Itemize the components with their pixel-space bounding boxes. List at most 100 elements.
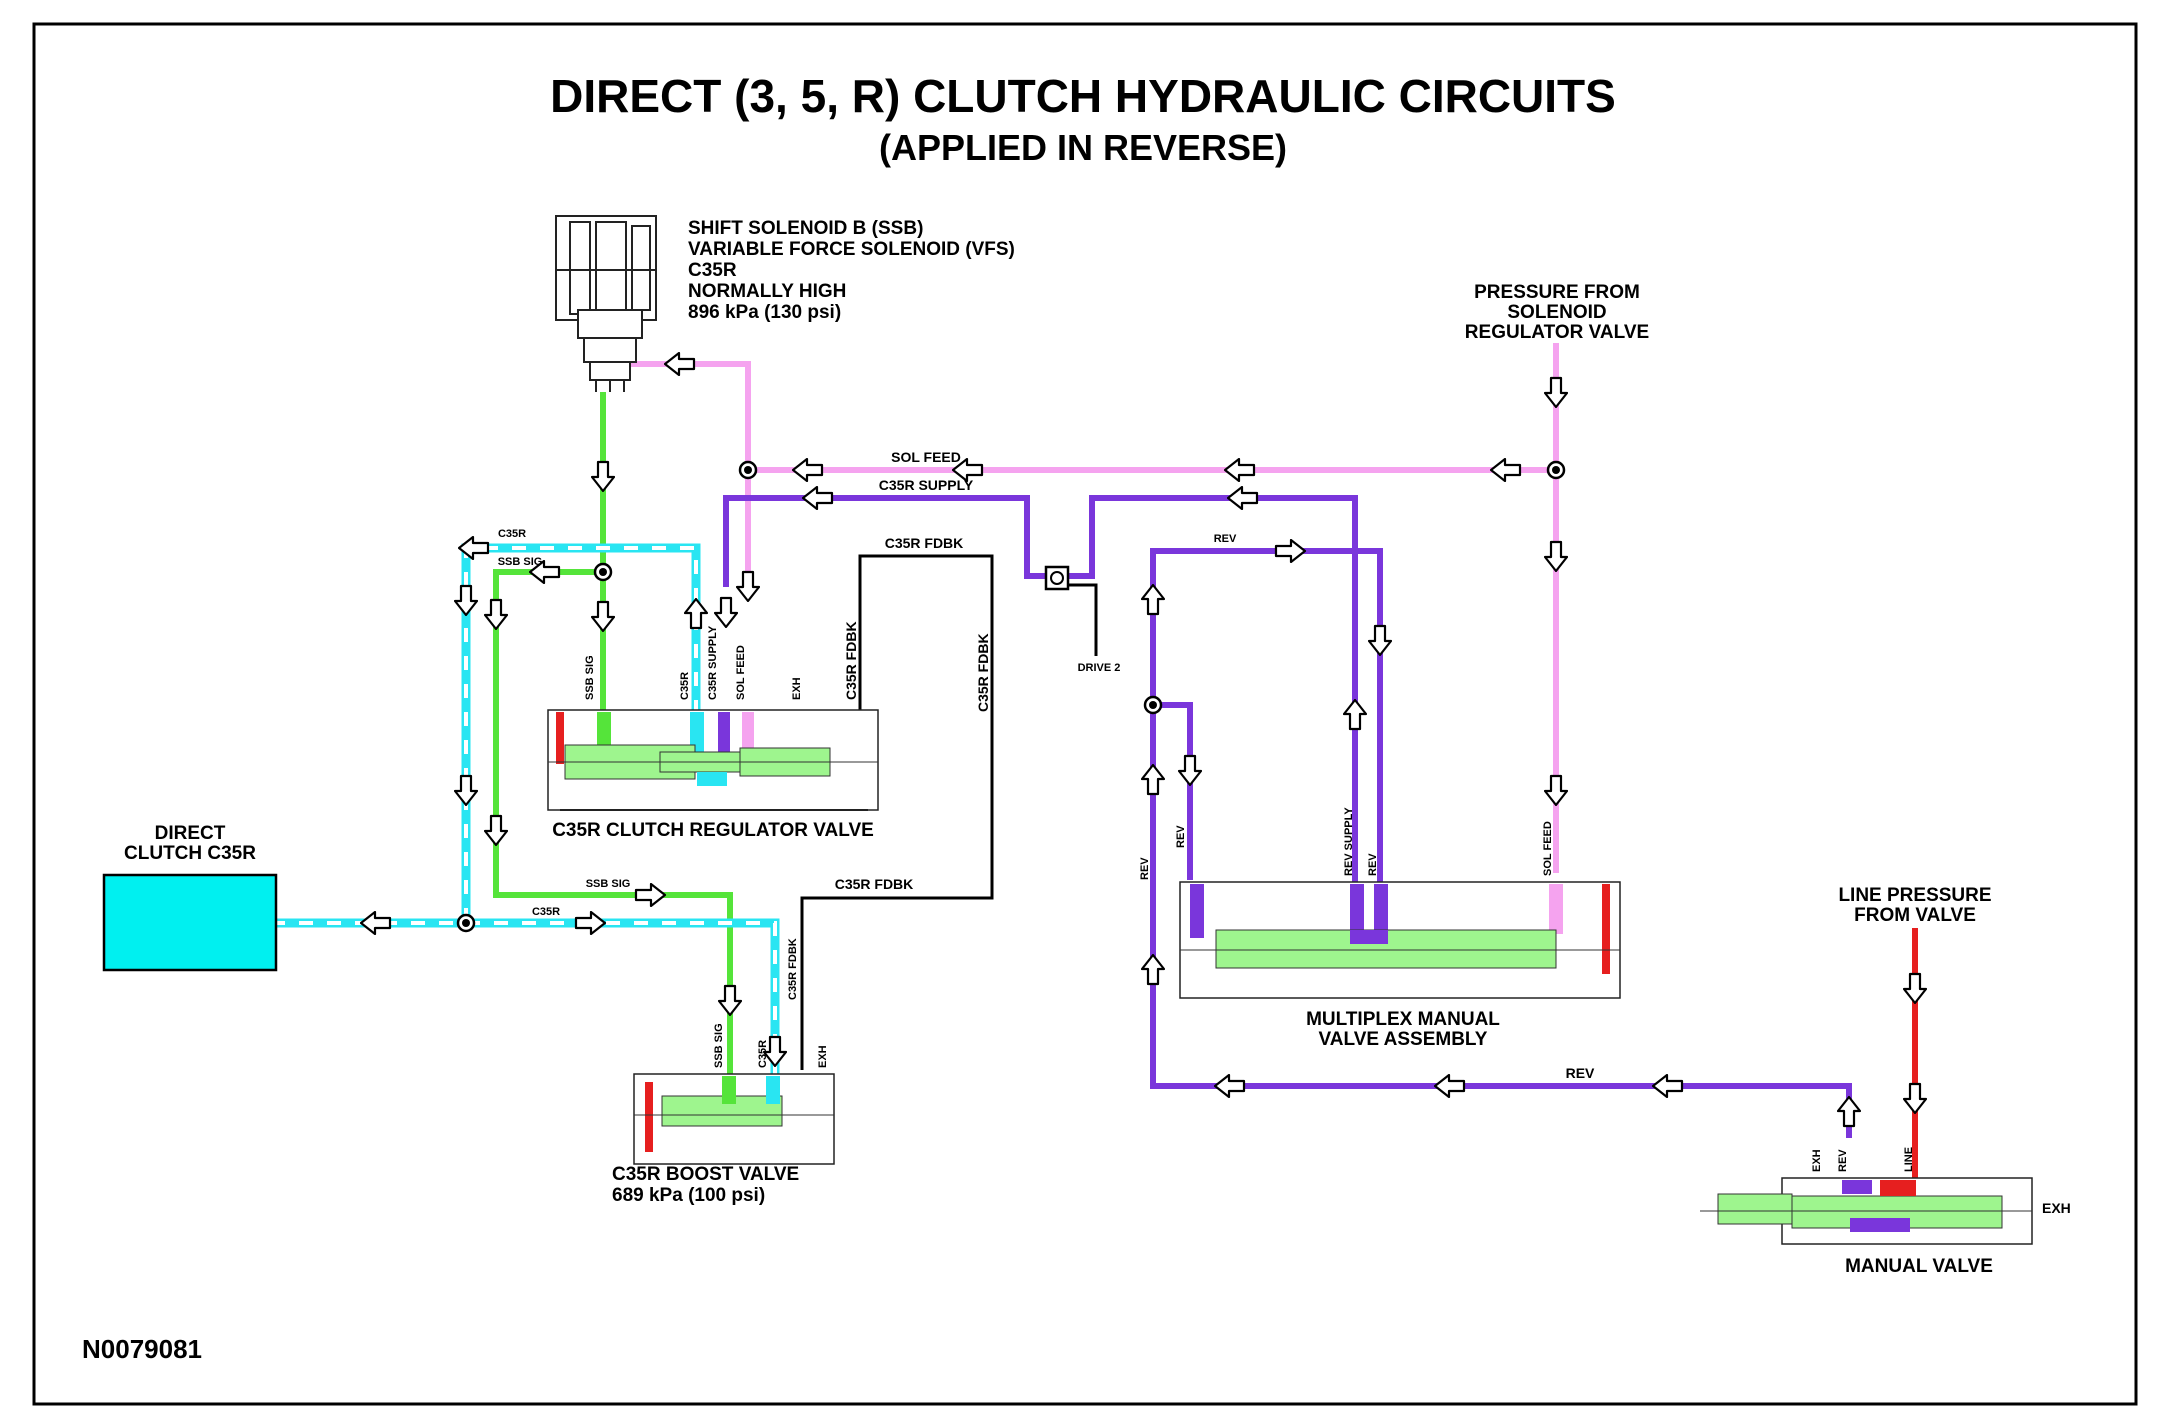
pressure-source-line3: REGULATOR VALVE [1465, 322, 1649, 343]
direct-clutch-c35r [102, 873, 278, 972]
flow-arrow-icon [792, 458, 824, 482]
flow-arrow-icon [634, 883, 666, 907]
vlabel-rev-manual: REV [1837, 1149, 1849, 1172]
solenoid-type: VARIABLE FORCE SOLENOID (VFS) [688, 239, 1015, 260]
pressure-source-line1: PRESSURE FROM [1474, 282, 1640, 303]
flow-arrow-icon [1490, 458, 1522, 482]
flow-arrow-icon [1837, 1096, 1861, 1128]
vlabel-sol-feed-multiplex: SOL FEED [1542, 821, 1554, 876]
flow-arrow-icon [736, 570, 760, 602]
solenoid-pressure: 896 kPa (130 psi) [688, 302, 841, 323]
flow-arrow-icon [1343, 699, 1367, 731]
vlabel-c35r-boost: C35R [757, 1040, 769, 1068]
flow-arrow-icon [684, 598, 708, 630]
multiplex-manual-valve [1179, 881, 1621, 999]
page-subtitle: (APPLIED IN REVERSE) [879, 127, 1287, 168]
label-rev-bottom: REV [1566, 1065, 1595, 1081]
solenoid-name: SHIFT SOLENOID B (SSB) [688, 218, 923, 239]
label-ssb-sig-lower: SSB SIG [586, 878, 631, 890]
vlabel-c35r-fdbk-boost: C35R FDBK [787, 938, 799, 1000]
exh-label-manual-right: EXH [2042, 1200, 2071, 1216]
line-source-line1: LINE PRESSURE [1838, 885, 1991, 906]
flow-arrow-icon [1227, 486, 1259, 510]
shift-solenoid-b [555, 215, 657, 392]
flow-arrow-icon [454, 584, 478, 616]
figure-code: N0079081 [82, 1334, 202, 1364]
flow-arrow-icon [484, 814, 508, 846]
vlabel-sol-feed-reg: SOL FEED [735, 645, 747, 700]
flow-arrow-icon [802, 486, 834, 510]
junction-dots [456, 460, 1566, 933]
drive2-label: DRIVE 2 [1078, 662, 1121, 674]
c35r-clutch-regulator-valve [547, 709, 879, 811]
vlabel-rev-multiplex-c: REV [1367, 853, 1379, 876]
flow-arrow-icon [718, 984, 742, 1016]
vlabel-c35r-supply-reg: C35R SUPPLY [707, 625, 719, 700]
label-ssb-sig-upper: SSB SIG [498, 556, 543, 568]
flow-arrow-icon [454, 774, 478, 806]
solenoid-state: NORMALLY HIGH [688, 281, 846, 302]
label-c35r-lower: C35R [532, 906, 560, 918]
flow-arrow-icon [664, 352, 696, 376]
flow-arrow-icon [1903, 1082, 1927, 1114]
multiplex-label-line2: VALVE ASSEMBLY [1319, 1029, 1488, 1050]
vlabel-rev-multiplex-a: REV [1175, 825, 1187, 848]
flow-arrow-icon [1544, 376, 1568, 408]
rev-circuit [723, 495, 1852, 1138]
vlabel-c35r-fdbk-right: C35R FDBK [975, 633, 991, 712]
figure-frame [32, 22, 2138, 1406]
page-title: DIRECT (3, 5, R) CLUTCH HYDRAULIC CIRCUI… [550, 70, 1616, 122]
vlabel-rev-multiplex-b: REV [1139, 857, 1151, 880]
clutch-label-line2: CLUTCH C35R [124, 843, 256, 864]
flow-arrow-icon [1544, 774, 1568, 806]
line-source-line2: FROM VALVE [1854, 905, 1976, 926]
flow-arrow-icon [591, 600, 615, 632]
flow-arrow-icon [484, 598, 508, 630]
boost-valve-pressure: 689 kPa (100 psi) [612, 1185, 765, 1206]
flow-arrow-icon [1903, 972, 1927, 1004]
vlabel-exh-reg: EXH [791, 677, 803, 700]
flow-arrow-icon [591, 460, 615, 492]
label-rev-top: REV [1214, 533, 1237, 545]
vlabel-c35r-reg: C35R [679, 672, 691, 700]
regulator-valve-label: C35R CLUTCH REGULATOR VALVE [552, 820, 874, 841]
solenoid-circuit: C35R [688, 260, 737, 281]
flow-arrow-icon [574, 911, 606, 935]
label-c35r-fdbk-top: C35R FDBK [885, 535, 964, 551]
flow-arrow-icon [714, 596, 738, 628]
check-ball-drive2 [1044, 565, 1070, 591]
multiplex-label-line1: MULTIPLEX MANUAL [1306, 1009, 1500, 1030]
flow-arrow-icon [1434, 1074, 1466, 1098]
vlabel-line-manual: LINE [1903, 1147, 1915, 1172]
flow-arrow-icon [1141, 584, 1165, 616]
label-sol-feed-top: SOL FEED [891, 449, 961, 465]
flow-arrow-icon [1368, 624, 1392, 656]
label-c35r-upper: C35R [498, 528, 526, 540]
label-c35r-supply-top: C35R SUPPLY [879, 477, 974, 493]
clutch-label-line1: DIRECT [155, 823, 226, 844]
flow-arrow-icon [1274, 539, 1306, 563]
flow-arrow-icon [360, 911, 392, 935]
flow-arrow-icon [1544, 540, 1568, 572]
flow-arrow-icon [1141, 954, 1165, 986]
vlabel-exh-boost: EXH [817, 1045, 829, 1068]
c35r-boost-valve [633, 1073, 835, 1165]
vlabel-ssb-sig-boost: SSB SIG [713, 1023, 725, 1068]
manual-valve [1700, 1177, 2033, 1245]
flow-arrow-icon [1652, 1074, 1684, 1098]
label-c35r-fdbk-mid: C35R FDBK [835, 876, 914, 892]
flow-arrow-icon [1224, 458, 1256, 482]
vlabel-c35r-fdbk-reg: C35R FDBK [843, 621, 859, 700]
c35r-fdbk-circuit [800, 554, 1098, 1070]
pressure-source-line2: SOLENOID [1507, 302, 1606, 323]
vlabel-rev-supply-multiplex: REV SUPPLY [1343, 807, 1355, 876]
vlabel-ssb-sig-reg: SSB SIG [584, 655, 596, 700]
manual-valve-label: MANUAL VALVE [1845, 1256, 1993, 1277]
flow-arrow-icon [1214, 1074, 1246, 1098]
vlabel-exh-manual: EXH [1811, 1149, 1823, 1172]
flow-arrow-icon [1141, 764, 1165, 796]
boost-valve-label: C35R BOOST VALVE [612, 1164, 799, 1185]
flow-arrow-icon [1178, 754, 1202, 786]
